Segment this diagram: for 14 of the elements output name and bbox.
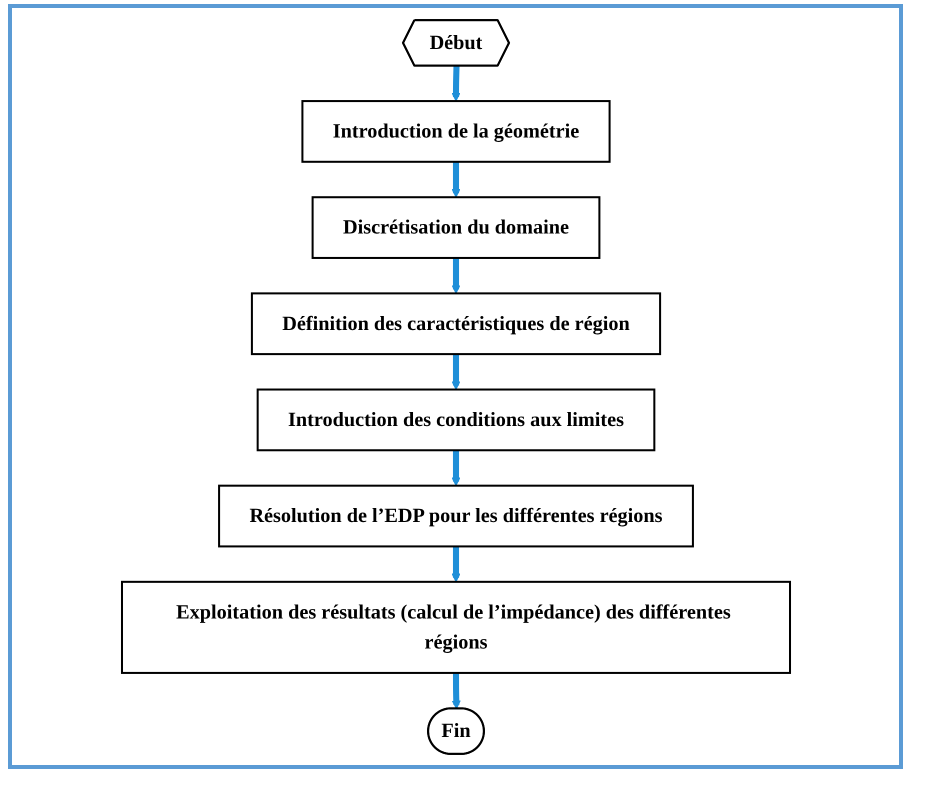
node-box	[120, 580, 791, 674]
arrow	[451, 257, 460, 294]
node-box	[300, 100, 610, 162]
node-box	[250, 292, 661, 355]
arrow	[451, 672, 460, 709]
arrow	[451, 546, 460, 582]
arrow	[451, 450, 460, 486]
node-box	[311, 196, 600, 258]
arrow	[451, 65, 460, 101]
page-border: Début Introduction de la géométrie Discrétisation du domaine Définition des caractéristiques de région Introduction des conditions aux limites Résolution de l’EDP pour les différentes régions Exploitation des résultats (calcul de l’impédance) des différentes régions Fin	[8, 4, 903, 769]
arrow	[451, 161, 460, 198]
node-box	[256, 388, 655, 451]
node-box	[218, 484, 694, 547]
arrow	[451, 354, 460, 390]
